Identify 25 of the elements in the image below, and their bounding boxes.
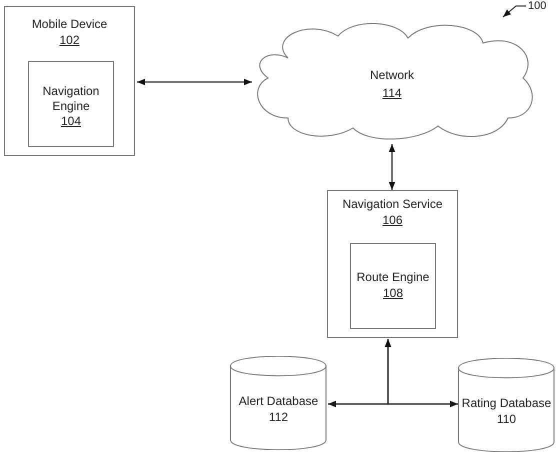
node-label: Network <box>368 68 415 83</box>
node-label: Navigation Engine <box>42 84 100 114</box>
reference-number: 114 <box>381 86 403 101</box>
service-box <box>327 190 458 338</box>
arrow <box>328 400 458 408</box>
reference-number: 106 <box>381 213 404 228</box>
reference-number: 102 <box>58 33 81 48</box>
database-cylinder <box>458 358 555 452</box>
database-cylinder <box>230 356 327 450</box>
node-label: Navigation Service <box>341 197 444 212</box>
device-box <box>4 6 135 156</box>
arrow <box>388 144 396 190</box>
reference-number: 104 <box>60 114 82 129</box>
component-box <box>350 243 436 329</box>
node-label: Route Engine <box>356 270 430 285</box>
reference-number: 100 <box>528 0 546 12</box>
node-label: Alert Database <box>238 394 320 409</box>
node-label: Mobile Device <box>30 17 108 32</box>
reference-number: 112 <box>268 410 290 425</box>
arrow <box>384 339 458 405</box>
node-label: Rating Database <box>460 396 552 411</box>
reference-number: 110 <box>496 412 518 427</box>
arrow <box>137 78 252 86</box>
reference-number: 108 <box>382 286 404 301</box>
component-box <box>28 61 114 147</box>
